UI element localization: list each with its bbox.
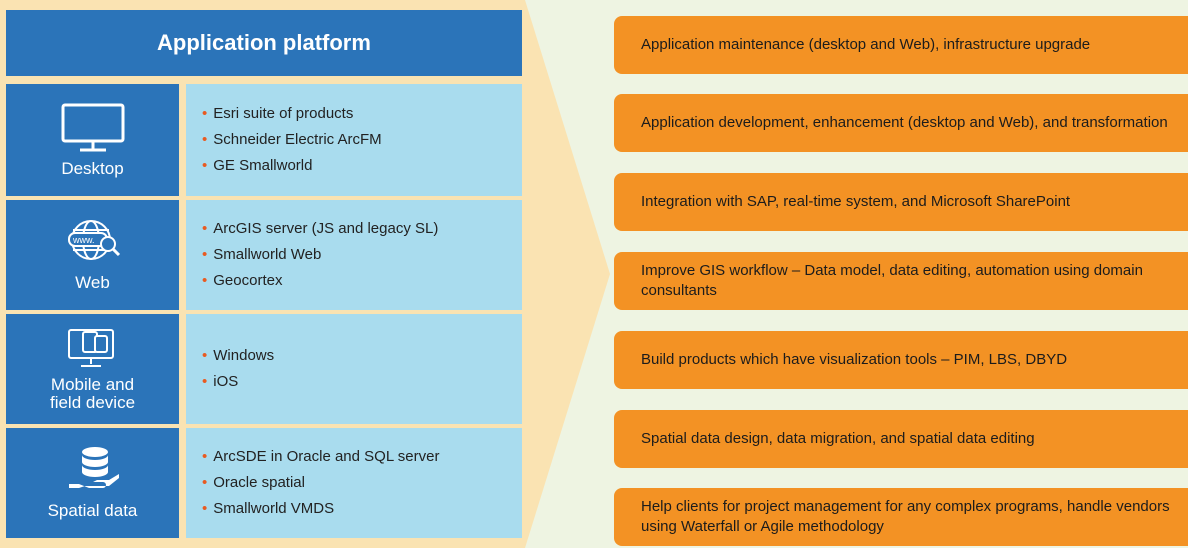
globe-search-icon: www. xyxy=(63,218,123,268)
list-item: •Schneider Electric ArcFM xyxy=(202,131,382,148)
list-item: •Esri suite of products xyxy=(202,105,354,122)
category-items: •ArcGIS server (JS and legacy SL) •Small… xyxy=(186,200,522,310)
category-items: •ArcSDE in Oracle and SQL server •Oracle… xyxy=(186,428,522,538)
service-box: Help clients for project management for … xyxy=(614,488,1188,546)
mobile-devices-icon xyxy=(65,326,121,370)
category-row-desktop: Desktop •Esri suite of products •Schneid… xyxy=(6,84,522,196)
category-tile-web: www. Web xyxy=(6,200,179,310)
category-tile-spatial: Spatial data xyxy=(6,428,179,538)
category-tile-desktop: Desktop xyxy=(6,84,179,196)
svg-text:www.: www. xyxy=(72,235,95,245)
service-box: Integration with SAP, real-time system, … xyxy=(614,173,1188,231)
category-label: Spatial data xyxy=(47,501,138,520)
list-item: •Windows xyxy=(202,347,275,364)
database-hand-icon xyxy=(65,446,121,496)
list-item: •iOS xyxy=(202,373,239,390)
service-box: Spatial data design, data migration, and… xyxy=(614,410,1188,468)
list-item: •ArcGIS server (JS and legacy SL) xyxy=(202,220,439,237)
category-label: Web xyxy=(75,273,110,292)
list-item: •Smallworld Web xyxy=(202,246,322,263)
list-item: •Smallworld VMDS xyxy=(202,500,335,517)
category-items: •Esri suite of products •Schneider Elect… xyxy=(186,84,522,196)
panel-header: Application platform xyxy=(6,10,522,76)
monitor-icon xyxy=(60,102,126,154)
list-item: •ArcSDE in Oracle and SQL server xyxy=(202,448,440,465)
list-item: •GE Smallworld xyxy=(202,157,313,174)
service-box: Application maintenance (desktop and Web… xyxy=(614,16,1188,74)
category-items: •Windows •iOS xyxy=(186,314,522,424)
service-box: Improve GIS workflow – Data model, data … xyxy=(614,252,1188,310)
application-platform-panel: Application platform Desktop •Esri suite… xyxy=(6,10,522,538)
list-item: •Geocortex xyxy=(202,272,283,289)
category-label: Desktop xyxy=(61,159,124,178)
service-box: Application development, enhancement (de… xyxy=(614,94,1188,152)
service-box: Build products which have visualization … xyxy=(614,331,1188,389)
category-row-web: www. Web •ArcGIS server (JS and legacy S… xyxy=(6,200,522,310)
list-item: •Oracle spatial xyxy=(202,474,305,491)
category-row-spatial: Spatial data •ArcSDE in Oracle and SQL s… xyxy=(6,428,522,538)
